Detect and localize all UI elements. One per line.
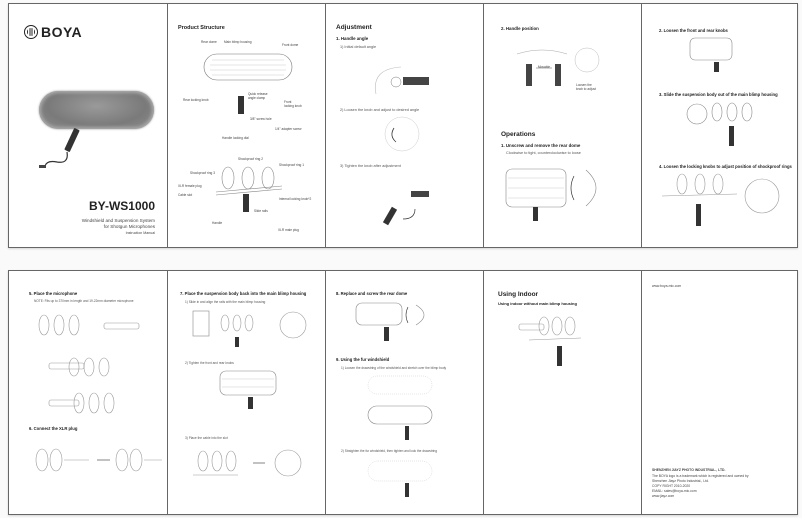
fur-windshield-diagram-icon <box>367 375 433 440</box>
tighten-knobs-diagram-icon <box>219 370 277 409</box>
step-title: 6. Connect the XLR plug <box>29 426 78 431</box>
step-title: 8. Replace and screw the rear dome <box>336 291 408 296</box>
label-slide-rails: Slide rails <box>254 209 268 213</box>
step-text: 2) Tighten the front and rear knobs <box>185 361 234 365</box>
label-screw-hole: 3/8" screw hole <box>250 117 272 121</box>
label-front-knob: Front locking knob <box>284 100 302 108</box>
subsection-title: 1. Handle angle <box>336 36 369 41</box>
loosen-knob-diagram-icon <box>384 116 420 152</box>
cover-panel: BOYA BY-WS1000 Windshield and Suspension… <box>9 4 167 247</box>
blimp-diagram-icon <box>203 53 293 81</box>
loosen-knob-label: Loosen the knob to adjust <box>576 83 596 91</box>
section-title: Operations <box>501 131 536 138</box>
step-note: Clockwise to tight, counterclockwise to … <box>506 151 581 155</box>
product-structure-panel: Product Structure Rear dome Main blimp h… <box>167 4 325 247</box>
step-text: 2) Loosen the knob and adjust to desired… <box>340 108 420 112</box>
align-rails-diagram-icon <box>192 310 307 347</box>
label-rear-knob: Rear locking knob <box>183 98 209 102</box>
step-title: 5. Place the microphone <box>29 291 78 296</box>
step-text: 3) Place the cable into the slot <box>185 436 228 440</box>
cable-slot-diagram-icon <box>193 449 302 477</box>
section-title: Using Indoor <box>498 291 539 298</box>
subtitle-line2: for Shotgun Microphones <box>103 224 155 229</box>
loosen-knobs-diagram-icon <box>689 37 733 72</box>
indoor-panel: Using Indoor Using indoor without main b… <box>483 271 641 514</box>
place-mic-panel: 5. Place the microphone NOTE: Fits up to… <box>9 271 167 514</box>
step-title: 4. Loosen the locking knobs to adjust po… <box>659 164 792 169</box>
fur-windshield-image <box>39 91 154 129</box>
trademark-owner: Shenzhen Jiayz Photo Industrial., Ltd. <box>652 479 709 483</box>
label-handle-dial: Handle locking dial <box>222 136 249 140</box>
step-text: 1) Initial default angle <box>340 45 377 49</box>
subsection-title: 1. Unscrew and remove the rear dome <box>501 143 581 148</box>
step-text: 1) Loosen the drawstring of the windshie… <box>341 366 447 370</box>
connect-xlr-diagram-icon <box>35 448 162 472</box>
rear-dome-panel: 8. Replace and screw the rear dome 9. Us… <box>325 271 483 514</box>
website-link[interactable]: www.boya-mic.com <box>652 284 682 288</box>
straighten-windshield-diagram-icon <box>367 460 433 497</box>
manual-label: Instruction Manual <box>125 231 155 235</box>
model-title: BY-WS1000 <box>88 199 155 213</box>
step-title: 2. Loosen the front and rear knobs <box>659 28 728 33</box>
subsection-title: 2. Handle position <box>501 26 539 31</box>
label-xlr-female: XLR female plug <box>178 184 202 188</box>
xlr-cable-icon <box>39 151 68 168</box>
unscrew-dome-diagram-icon <box>505 168 597 221</box>
label-handle: Handle <box>212 221 223 225</box>
company-website[interactable]: www.jiayz.com <box>652 494 675 498</box>
step-text: 2) Straighten the fur windshield, then t… <box>341 449 438 453</box>
tighten-knob-diagram-icon <box>382 191 429 226</box>
step-title: 9. Using the fur windshield <box>336 357 390 362</box>
movable-label: Movable <box>538 65 551 69</box>
section-title: Product Structure <box>178 25 225 31</box>
manual-sheet-back: 5. Place the microphone NOTE: Fits up to… <box>8 270 798 515</box>
back-cover-panel: www.boya-mic.com SHENZHEN JIAYZ PHOTO IN… <box>641 271 797 514</box>
brand-name: BOYA <box>41 24 83 40</box>
operations-panel: 2. Loosen the front and rear knobs 3. Sl… <box>641 4 797 247</box>
step-title: 7. Place the suspension body back into t… <box>180 291 307 296</box>
handle-diagram-icon <box>238 96 244 114</box>
label-front-dome: Front dome <box>282 43 299 47</box>
label-xlr-male: XLR male plug <box>278 228 299 232</box>
slide-out-diagram-icon <box>686 102 753 146</box>
label-cable-slot: Cable slot <box>178 193 193 197</box>
brand-logo: BOYA <box>24 24 82 40</box>
step-text: 3) Tighten the knob after adjustment <box>340 164 401 168</box>
indoor-use-diagram-icon <box>518 316 582 366</box>
step-note: NOTE: Fits up to 370mm in length and 19-… <box>34 299 134 303</box>
suspension-diagram-icon <box>215 166 283 212</box>
angle-diagram-icon <box>374 66 429 95</box>
company-name: SHENZHEN JIAYZ PHOTO INDUSTRIAL., LTD. <box>652 468 726 472</box>
handle-position-diagram-icon <box>516 47 600 86</box>
adjust-rings-diagram-icon <box>661 173 780 226</box>
label-rear-dome: Rear dome <box>201 40 217 44</box>
label-ring-1: Shockproof ring 1 <box>279 163 304 167</box>
email-text[interactable]: EMAIL: sales@boya-mic.com <box>652 489 697 493</box>
label-ring-2: Shockproof ring 2 <box>238 157 263 161</box>
place-mic-diagram-icon <box>38 314 140 414</box>
subsection-title: Using indoor without main blimp housing <box>498 301 577 306</box>
copyright-text: COPY RIGHT 2010-2020 <box>652 484 691 488</box>
adjustment-panel: Adjustment 1. Handle angle 1) Initial de… <box>325 4 483 247</box>
label-ring-3: Shockproof ring 3 <box>190 171 215 175</box>
label-main-blimp: Main blimp housing <box>224 40 252 44</box>
label-angle-clamp: Quick release angle clamp <box>248 92 268 100</box>
manual-sheet-front: BOYA BY-WS1000 Windshield and Suspension… <box>8 3 798 248</box>
trademark-text: The BOYA logo is a trademark which is re… <box>652 474 749 478</box>
subtitle-line1: Windshield and Suspension System <box>81 218 155 223</box>
handle-position-panel: 2. Handle position Movable Loosen the kn… <box>483 4 641 247</box>
replace-dome-diagram-icon <box>355 302 425 341</box>
label-internal-knob: Internal locking knob*2 <box>279 197 312 201</box>
place-back-panel: 7. Place the suspension body back into t… <box>167 271 325 514</box>
label-adapter-screw: 1/4" adapter screw <box>275 127 302 131</box>
boya-logo-icon <box>24 25 38 39</box>
section-title: Adjustment <box>336 24 372 31</box>
step-text: 1) Slide in and align the rails with the… <box>185 300 266 304</box>
step-title: 3. Slide the suspension body out of the … <box>659 92 778 97</box>
